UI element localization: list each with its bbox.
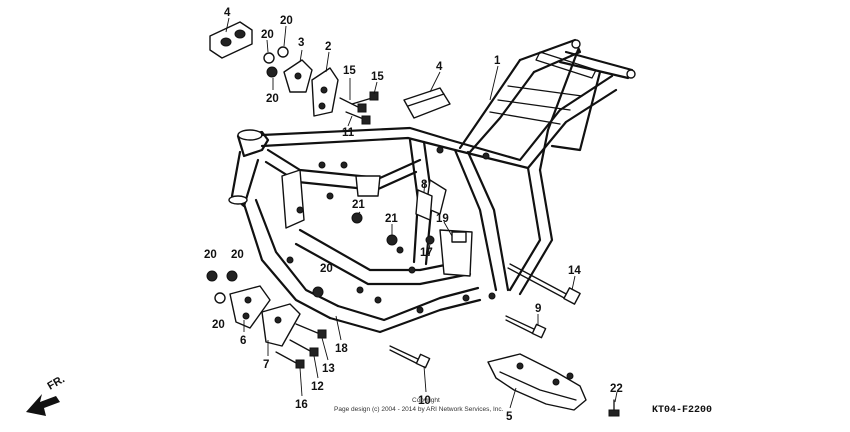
- bolt-22[interactable]: [608, 399, 620, 417]
- bolt-14[interactable]: [507, 263, 581, 305]
- bolt-9[interactable]: [505, 315, 547, 339]
- callout-2: 2: [325, 41, 331, 53]
- direction-label: FR.: [46, 373, 67, 392]
- main-frame[interactable]: [228, 38, 636, 334]
- bracket-8[interactable]: [415, 189, 433, 221]
- callout-20-b: 20: [261, 29, 274, 41]
- callout-20-f: 20: [320, 263, 333, 275]
- copyright-text: Page design (c) 2004 - 2014 by ARI Netwo…: [334, 406, 504, 413]
- callout-8: 8: [421, 179, 428, 191]
- callout-20-g: 20: [212, 319, 225, 331]
- bolt-10[interactable]: [389, 345, 431, 369]
- callout-7: 7: [263, 359, 269, 371]
- callout-18: 18: [335, 343, 348, 355]
- front-direction-arrow: FR.: [26, 373, 67, 416]
- callout-14: 14: [568, 265, 581, 277]
- callout-20-c: 20: [266, 93, 279, 105]
- callout-3: 3: [298, 37, 304, 49]
- nut-20-upper[interactable]: [263, 46, 289, 78]
- callout-12: 12: [311, 381, 324, 393]
- callout-5: 5: [506, 411, 513, 423]
- callout-13: 13: [322, 363, 335, 375]
- callout-19: 19: [436, 213, 449, 225]
- bracket-2[interactable]: [311, 67, 339, 117]
- callout-15-b: 15: [371, 71, 384, 83]
- pivot-19-17[interactable]: [425, 231, 467, 245]
- callout-20-a: 20: [280, 15, 293, 27]
- callout-16: 16: [295, 399, 308, 411]
- callout-17: 17: [420, 247, 433, 259]
- skid-plate-5[interactable]: [487, 353, 587, 411]
- plate-7[interactable]: [261, 303, 301, 347]
- callout-9: 9: [535, 303, 541, 315]
- callout-6: 6: [240, 335, 246, 347]
- callout-10: 10: [418, 395, 431, 407]
- callout-11: 11: [342, 127, 355, 139]
- rubber-block-4-lower[interactable]: [403, 87, 451, 119]
- callout-21-b: 21: [385, 213, 398, 225]
- callout-1: 1: [494, 55, 501, 67]
- callout-20-d: 20: [204, 249, 217, 261]
- callout-labels: 4 20 20 20 3 2 15 15 11 4 1 8 21 21 19 1…: [204, 7, 623, 423]
- rubber-block-4-upper[interactable]: [209, 21, 253, 59]
- nut-20-lower[interactable]: [206, 270, 324, 304]
- callout-15-a: 15: [343, 65, 356, 77]
- callout-4-lower: 4: [436, 61, 443, 73]
- bolt-15-11[interactable]: [339, 91, 379, 125]
- diagram-code: KT04-F2200: [652, 405, 712, 416]
- callout-20-e: 20: [231, 249, 244, 261]
- callout-22: 22: [610, 383, 623, 395]
- leader-lines: [225, 17, 618, 409]
- callout-21-a: 21: [352, 199, 365, 211]
- copyright-title: Copyright: [412, 397, 440, 404]
- bracket-3[interactable]: [283, 59, 313, 93]
- callout-4-upper: 4: [224, 7, 231, 19]
- arrow-icon: [26, 394, 60, 416]
- plate-6[interactable]: [229, 285, 271, 329]
